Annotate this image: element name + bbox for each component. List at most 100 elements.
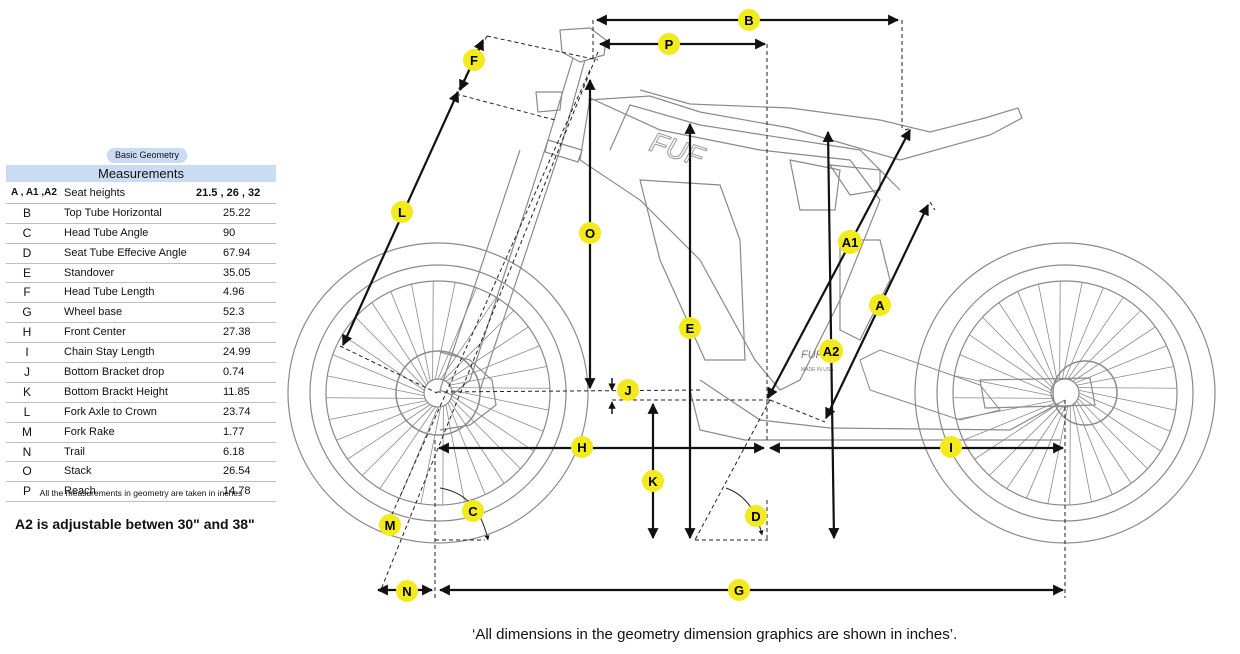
svg-text:O: O bbox=[585, 226, 595, 241]
label-a2: A2 bbox=[819, 339, 843, 363]
row-code: L bbox=[23, 404, 31, 419]
row-value: 35.05 bbox=[223, 266, 251, 279]
wheel-spoke bbox=[327, 375, 425, 397]
wheel-spoke bbox=[1076, 400, 1132, 484]
row-value: 1.77 bbox=[223, 425, 245, 438]
row-code: E bbox=[22, 265, 31, 280]
row-value: 90 bbox=[223, 226, 236, 239]
inches-footer-note: ‘All dimensions in the geometry dimensio… bbox=[472, 626, 958, 643]
wheel-spoke bbox=[379, 406, 436, 489]
wheel-spoke bbox=[959, 354, 1052, 394]
svg-text:J: J bbox=[624, 383, 631, 398]
construction-lines bbox=[339, 20, 1066, 600]
wheel-spoke bbox=[1074, 345, 1167, 384]
svg-text:N: N bbox=[402, 584, 411, 599]
row-value: 52.3 bbox=[223, 306, 245, 319]
wheel-spoke bbox=[434, 282, 456, 380]
wheel-spoke bbox=[449, 366, 547, 386]
svg-text:A1: A1 bbox=[842, 235, 859, 250]
wheel-spoke bbox=[1070, 310, 1142, 381]
row-value: 23.74 bbox=[223, 405, 251, 418]
wheel-spoke bbox=[1072, 326, 1156, 382]
wheel-spoke bbox=[1076, 366, 1174, 386]
row-name: Fork Axle to Crown bbox=[64, 405, 157, 418]
label-i: I bbox=[940, 436, 962, 458]
wheel-spoke bbox=[361, 405, 433, 476]
wheel-spoke bbox=[988, 405, 1060, 476]
wheel-spoke bbox=[449, 400, 505, 484]
row-value: 4.96 bbox=[223, 286, 245, 299]
label-e: E bbox=[679, 317, 701, 339]
row-code: F bbox=[23, 285, 31, 300]
row-name: Front Center bbox=[64, 326, 126, 339]
label-g: G bbox=[728, 579, 750, 601]
row-code: O bbox=[22, 464, 32, 479]
wheel-spoke bbox=[1069, 405, 1071, 505]
label-a1: A1 bbox=[838, 230, 862, 254]
label-k: K bbox=[642, 470, 664, 492]
wheel-spoke bbox=[329, 400, 427, 420]
label-b: B bbox=[738, 9, 760, 31]
table-row: L Fork Axle to Crown 23.74 bbox=[6, 403, 276, 423]
row-code: I bbox=[25, 345, 29, 360]
wheel-spoke bbox=[332, 354, 425, 394]
bike-illustration bbox=[287, 27, 1216, 544]
fork bbox=[439, 27, 607, 396]
wheel-spoke bbox=[355, 316, 426, 388]
wheel-spoke bbox=[450, 398, 521, 470]
table-row: N Trail 6.18 bbox=[6, 443, 276, 463]
row-name: Chain Stay Length bbox=[64, 346, 155, 359]
wheel-spoke bbox=[1061, 282, 1083, 380]
row-code: P bbox=[22, 484, 31, 499]
row-value: 14.78 bbox=[223, 485, 251, 498]
row-name: Trail bbox=[64, 445, 85, 458]
dimension-labels: B P F L O E A1 A2 A J H I K C D M N G bbox=[379, 9, 962, 602]
wheel-spoke bbox=[982, 316, 1053, 388]
wheel-spoke bbox=[442, 405, 444, 505]
row-name: Standover bbox=[64, 266, 115, 279]
row-value: 6.18 bbox=[223, 445, 245, 458]
row-value: 26.54 bbox=[223, 465, 251, 478]
frame-brand-subtext: MADE IN USA bbox=[801, 367, 834, 373]
wheel-spoke bbox=[432, 281, 434, 381]
wheel-spoke bbox=[998, 302, 1054, 386]
dimension-a1-arrow bbox=[822, 130, 840, 540]
frame-logo-text: FUF bbox=[646, 126, 709, 173]
wheel-spoke bbox=[969, 334, 1052, 391]
label-o: O bbox=[579, 222, 601, 244]
svg-text:G: G bbox=[734, 583, 744, 598]
wheel-spoke bbox=[1038, 284, 1058, 382]
front-brake-rotor bbox=[439, 351, 497, 431]
label-m: M bbox=[379, 514, 401, 536]
label-c: C bbox=[462, 500, 484, 522]
wheel-spoke bbox=[336, 402, 429, 441]
svg-text:F: F bbox=[470, 53, 478, 68]
row-code: A , A1 ,A2 bbox=[11, 187, 57, 198]
table-row: P Reach 14.78 bbox=[6, 482, 276, 503]
row-name: Fork Rake bbox=[64, 425, 115, 438]
wheel-spoke bbox=[1059, 281, 1061, 381]
row-code: C bbox=[22, 225, 32, 240]
wheel-spoke bbox=[451, 395, 534, 452]
measurements-title: Measurements bbox=[6, 165, 276, 182]
wheel-spoke bbox=[445, 326, 529, 382]
row-code: M bbox=[22, 424, 32, 439]
wheel-spoke bbox=[451, 389, 549, 411]
svg-text:B: B bbox=[744, 13, 753, 28]
wheel-spoke bbox=[1017, 291, 1056, 384]
row-code: N bbox=[22, 444, 32, 459]
table-row: E Standover 35.05 bbox=[6, 264, 276, 284]
row-name: Reach bbox=[64, 485, 96, 498]
wheel-spoke bbox=[1072, 404, 1092, 502]
wheel-spoke bbox=[1077, 398, 1148, 470]
row-value: 27.38 bbox=[223, 326, 251, 339]
